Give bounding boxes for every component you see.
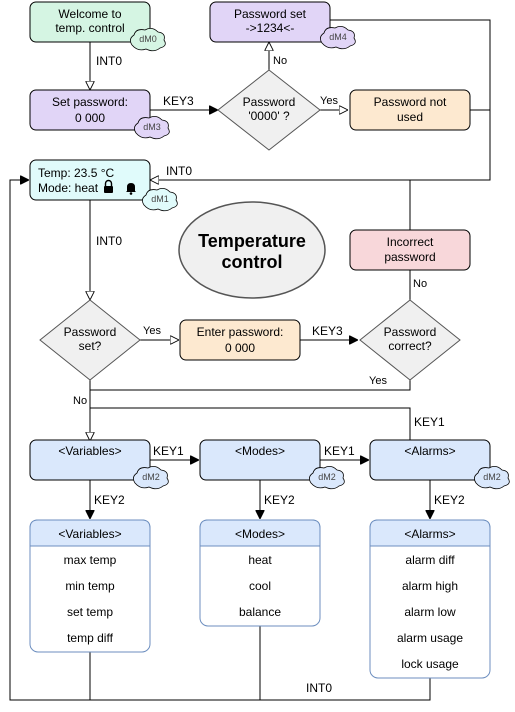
pwset-q-line1: Password [64,325,117,339]
label-int0-d: INT0 [306,681,332,695]
label-key3-b: KEY3 [312,324,343,338]
cloud-tag-set-password: dM3 [134,116,170,140]
decision-password-set: Password set? [39,299,141,381]
label-no-c: No [73,395,87,407]
set-password-line2: 0 000 [75,111,105,125]
cloud-tag-password-set-text: dM4 [329,32,347,42]
label-key2-c: KEY2 [434,493,465,507]
node-variables-menu: <Variables> [29,439,151,481]
modes-item: cool [249,579,271,593]
node-enter-password: Enter password: 0 000 [179,319,301,361]
password-set-line1: Password set [234,7,307,21]
alarms-header: <Alarms> [404,527,455,541]
welcome-line1: Welcome to [58,7,121,21]
variables-item: max temp [64,553,117,567]
not-used-line2: used [397,110,423,124]
cloud-tag-temp-text: dM1 [151,194,169,204]
node-password-set: Password set ->1234<- [209,1,331,43]
password-check-line1: Password [243,95,296,109]
cloud-tag-set-password-text: dM3 [143,122,161,132]
variables-header: <Variables> [58,527,121,541]
alarms-menu-label: <Alarms> [404,444,455,458]
cloud-tag-alarms: dM2 [474,466,510,490]
correct-q-line1: Password [384,325,437,339]
decision-password-0000: Password '0000' ? [217,69,321,151]
cloud-tag-modes: dM2 [309,466,345,490]
alarms-item: alarm high [402,579,458,593]
label-yes-a: Yes [320,95,338,107]
password-check-line2: '0000' ? [248,109,290,123]
edge-pwset-to-temp [150,19,491,180]
node-modes-menu: <Modes> [199,439,321,481]
list-modes: <Modes> heat cool balance [199,519,321,627]
not-used-line1: Password not [374,95,447,109]
label-key3-a: KEY3 [163,94,194,108]
alarms-item: alarm low [404,605,456,619]
cloud-tag-welcome-text: dM0 [139,34,157,44]
label-yes-b: Yes [143,325,161,337]
edge-correct-yes-to-menu [90,380,411,391]
cloud-tag-password-set: dM4 [320,26,356,50]
list-variables: <Variables> max temp min temp set temp t… [29,519,151,653]
node-welcome: Welcome to temp. control [29,1,151,43]
cloud-tag-temp: dM1 [142,188,178,212]
node-password-not-used: Password not used [349,89,471,131]
title-line2: control [222,252,283,272]
node-temp-display: Temp: 23.5 °C Mode: heat [29,159,151,201]
incorrect-line2: password [384,250,435,264]
variables-item: min temp [65,579,115,593]
label-int0-b: INT0 [166,164,192,178]
label-no-b: No [413,278,427,290]
variables-item: temp diff [67,631,113,645]
list-alarms: <Alarms> alarm diff alarm high alarm low… [369,519,491,679]
modes-item: balance [239,605,281,619]
alarms-item: lock usage [401,657,459,671]
incorrect-line1: Incorrect [387,235,434,249]
set-password-line1: Set password: [52,95,128,109]
label-key2-a: KEY2 [94,493,125,507]
lock-icon [104,179,113,193]
alarms-item: alarm diff [405,553,455,567]
cloud-tag-modes-text: dM2 [318,472,336,482]
modes-item: heat [248,553,272,567]
cloud-tag-variables: dM2 [133,466,169,490]
label-yes-c: Yes [369,375,387,387]
label-key2-b: KEY2 [264,493,295,507]
enter-line1: Enter password: [197,325,284,339]
title-ellipse: Temperature control [178,201,326,299]
label-key1-b: KEY1 [324,444,355,458]
label-int0-a: INT0 [96,54,122,68]
bell-icon [126,183,136,195]
correct-q-line2: correct? [388,339,432,353]
alarms-item: alarm usage [397,631,463,645]
welcome-line2: temp. control [55,21,124,35]
node-set-password: Set password: 0 000 [29,89,151,131]
label-int0-c: INT0 [96,234,122,248]
cloud-tag-welcome: dM0 [130,28,166,52]
temp-line2: Mode: heat [38,181,99,195]
variables-menu-label: <Variables> [58,444,121,458]
label-key1-a: KEY1 [153,444,184,458]
modes-menu-label: <Modes> [235,444,285,458]
password-set-line2: ->1234<- [246,21,295,35]
node-alarms-menu: <Alarms> [369,439,491,481]
title-line1: Temperature [198,231,306,251]
edge-alarms-key1-to-variables [90,407,411,440]
node-incorrect-password: Incorrect password [349,229,471,271]
modes-header: <Modes> [235,527,285,541]
enter-line2: 0 000 [225,341,255,355]
cloud-tag-variables-text: dM2 [142,472,160,482]
label-no-a: No [273,55,287,67]
decision-password-correct: Password correct? [359,299,461,381]
pwset-q-line2: set? [79,339,102,353]
label-key1-c: KEY1 [414,415,445,429]
temp-line1: Temp: 23.5 °C [38,166,115,180]
cloud-tag-alarms-text: dM2 [483,472,501,482]
variables-item: set temp [67,605,113,619]
edge-lists-int0-to-temp [9,180,431,701]
